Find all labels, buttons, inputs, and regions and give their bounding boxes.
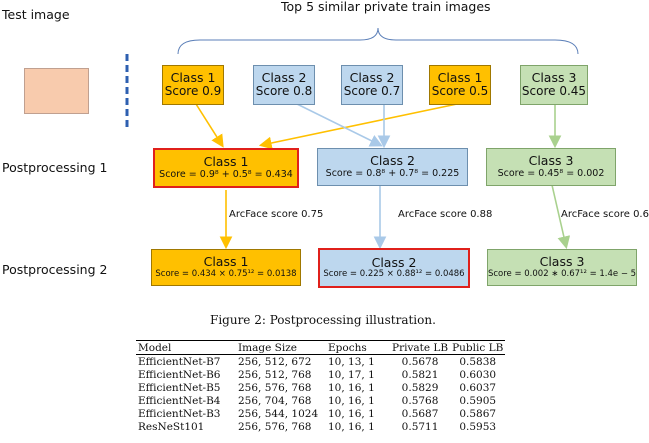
- column-header: Private LB: [392, 341, 449, 354]
- table-cell: 256, 576, 768: [238, 381, 312, 394]
- table-cell: EfficientNet-B7: [138, 355, 221, 368]
- table-cell: 10, 17, 1: [328, 368, 375, 381]
- column-header: Epochs: [328, 341, 367, 354]
- post2-class: Class 2: [371, 254, 417, 270]
- top-result-3: Class 2 Score 0.7: [341, 65, 403, 105]
- arcface-label-class1: ArcFace score 0.75: [229, 209, 324, 220]
- table-row: EfficientNet-B7 256, 512, 672 10, 13, 1 …: [136, 355, 505, 369]
- table-cell: 10, 16, 1: [328, 420, 375, 433]
- top5-brace: [177, 27, 579, 55]
- table-cell: 0.5687: [401, 407, 439, 420]
- table-cell: 0.5953: [459, 420, 497, 433]
- top-result-class: Class 3: [531, 69, 577, 85]
- table-cell: EfficientNet-B6: [138, 368, 221, 381]
- table-cell: 256, 512, 768: [238, 368, 312, 381]
- arrow-top2-post1: [296, 103, 383, 147]
- table-cell: 10, 16, 1: [328, 407, 375, 420]
- table-cell: 10, 16, 1: [328, 394, 375, 407]
- post1-formula: Score = 0.45⁸ = 0.002: [497, 167, 605, 179]
- post2-formula: Score = 0.002 ∗ 0.67¹² = 1.4e − 5: [487, 268, 637, 279]
- table-cell: 256, 544, 1024: [238, 407, 319, 420]
- table-row: ResNeSt101 256, 576, 768 10, 16, 1 0.571…: [136, 420, 505, 433]
- table-cell: EfficientNet-B4: [138, 394, 221, 407]
- table-row: EfficientNet-B4 256, 704, 768 10, 16, 1 …: [136, 394, 505, 407]
- post2-formula: Score = 0.434 × 0.75¹² = 0.0138: [155, 268, 297, 279]
- table-row: EfficientNet-B5 256, 576, 768 10, 16, 1 …: [136, 381, 505, 394]
- table-cell: 0.5829: [401, 381, 439, 394]
- arrow-post1-post2-c3: [551, 184, 571, 250]
- post1-formula: Score = 0.9⁸ + 0.5⁸ = 0.434: [159, 168, 293, 180]
- top-result-score: Score 0.5: [431, 84, 489, 99]
- results-table: Model Image Size Epochs Private LB Publi…: [136, 340, 506, 433]
- top-result-2: Class 2 Score 0.8: [253, 65, 315, 105]
- top-result-class: Class 2: [261, 69, 307, 85]
- test-image-label: Test image: [2, 7, 70, 22]
- table-cell: ResNeSt101: [138, 420, 205, 433]
- post1-class: Class 3: [528, 153, 574, 169]
- table-cell: 0.5678: [401, 355, 439, 368]
- top-result-class: Class 2: [349, 69, 395, 85]
- top-result-class: Class 1: [437, 69, 483, 85]
- table-cell: 10, 13, 1: [328, 355, 375, 368]
- top5-title: Top 5 similar private train images: [281, 0, 491, 14]
- postprocessing-2-label: Postprocessing 2: [2, 262, 108, 277]
- post1-class: Class 2: [370, 153, 415, 169]
- top-result-1: Class 1 Score 0.9: [162, 65, 224, 105]
- arrow-top1-post1: [195, 103, 224, 148]
- top-result-4: Class 1 Score 0.5: [429, 65, 491, 105]
- top-result-score: Score 0.9: [164, 84, 222, 99]
- post1-box-class3: Class 3 Score = 0.45⁸ = 0.002: [486, 148, 616, 186]
- post2-box-class3: Class 3 Score = 0.002 ∗ 0.67¹² = 1.4e − …: [487, 249, 637, 286]
- table-cell: 0.5867: [459, 407, 497, 420]
- post1-formula: Score = 0.8⁸ + 0.7⁸ = 0.225: [325, 167, 460, 179]
- top-result-score: Score 0.8: [255, 84, 313, 99]
- top-result-score: Score 0.7: [343, 84, 401, 99]
- table-cell: 256, 512, 672: [238, 355, 312, 368]
- post2-class: Class 3: [539, 254, 585, 270]
- column-header: Public LB: [452, 341, 504, 354]
- column-header: Image Size: [238, 341, 297, 354]
- post2-box-class1: Class 1 Score = 0.434 × 0.75¹² = 0.0138: [151, 249, 301, 286]
- figure-caption: Figure 2: Postprocessing illustration.: [210, 313, 436, 327]
- post2-formula: Score = 0.225 × 0.88¹² = 0.0486: [323, 269, 465, 280]
- column-header: Model: [138, 341, 172, 354]
- arcface-label-class2: ArcFace score 0.88: [398, 209, 493, 220]
- table-row: EfficientNet-B3 256, 544, 1024 10, 16, 1…: [136, 407, 505, 420]
- post1-class: Class 1: [203, 154, 249, 170]
- arrow-top4-post1: [258, 103, 458, 150]
- table-cell: EfficientNet-B3: [138, 407, 221, 420]
- top-result-score: Score 0.45: [521, 84, 587, 99]
- table-cell: 10, 16, 1: [328, 381, 375, 394]
- table-cell: 0.5821: [401, 368, 439, 381]
- test-image: [24, 68, 89, 114]
- postprocessing-1-label: Postprocessing 1: [2, 160, 108, 175]
- post1-box-class1: Class 1 Score = 0.9⁸ + 0.5⁸ = 0.434: [153, 148, 299, 188]
- top-result-5: Class 3 Score 0.45: [520, 65, 588, 105]
- table-cell: 0.5838: [459, 355, 497, 368]
- table-cell: 0.5711: [401, 420, 439, 433]
- table-cell: 0.5768: [401, 394, 439, 407]
- table-cell: 0.6037: [459, 381, 497, 394]
- table-cell: 256, 576, 768: [238, 420, 312, 433]
- table-cell: 0.6030: [459, 368, 497, 381]
- top-result-class: Class 1: [170, 69, 216, 85]
- post2-class: Class 1: [203, 254, 249, 270]
- table-cell: 0.5905: [459, 394, 497, 407]
- table-cell: EfficientNet-B5: [138, 381, 221, 394]
- post1-box-class2: Class 2 Score = 0.8⁸ + 0.7⁸ = 0.225: [317, 148, 468, 186]
- table-row: EfficientNet-B6 256, 512, 768 10, 17, 1 …: [136, 368, 505, 381]
- table-header-row: Model Image Size Epochs Private LB Publi…: [136, 340, 506, 355]
- post2-box-class2: Class 2 Score = 0.225 × 0.88¹² = 0.0486: [318, 248, 470, 288]
- table-cell: 256, 704, 768: [238, 394, 312, 407]
- arcface-label-class3: ArcFace score 0.6: [561, 209, 649, 220]
